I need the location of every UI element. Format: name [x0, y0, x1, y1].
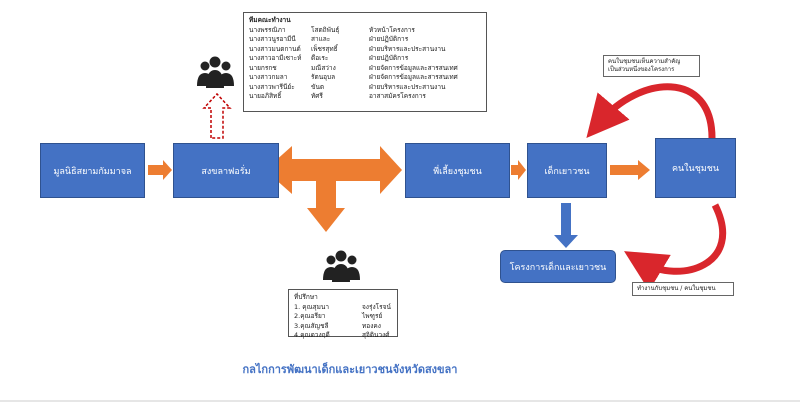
cycle-arrow-bottom: [624, 203, 726, 291]
team-member-row: นางสาวมนตกานต์ เพ็ชรสุทธิ์ ฝ่ายบริหารและปร…: [249, 45, 481, 55]
member-role: ฝ่ายจัดการข้อมูลและสารสนเทศ: [369, 73, 458, 81]
member-role: อาสาสมัครโครงการ: [369, 92, 426, 100]
advisor-surname: จงรุ่งโรจน์: [362, 302, 391, 311]
member-role: ฝ่ายปฏิบัติการ: [369, 35, 409, 43]
team-box: ทีมคณะทำงาน นางพรรณิภา โสตถิพันธุ์ หัวหน้า…: [243, 12, 487, 112]
member-role: ฝ่ายจัดการข้อมูลและสารสนเทศ: [369, 63, 458, 72]
member-name: นางสาวอามีเซาะห์: [249, 54, 302, 62]
callout-bottom: ทำงานกับชุมชน / คนในชุมชน: [632, 282, 734, 296]
callout-top-line2: เป็นส่วนหนึ่งของโครงการ: [608, 66, 675, 73]
team-member-row: นางสาวนูรอามีนี สาและ ฝ่ายปฏิบัติการ: [249, 35, 481, 45]
arrow-youth-project: [554, 203, 578, 248]
member-surname: ดือเระ: [311, 54, 329, 62]
node-youth: เด็กเยาวชน: [527, 143, 607, 198]
advisor-row: 2.คุณอรียา ไพฑูรย์: [294, 312, 392, 322]
member-role: หัวหน้าโครงการ: [369, 25, 415, 34]
member-name: นางสาวนูรอามีนี: [249, 35, 296, 43]
team-member-row: นางสาวอามีเซาะห์ ดือเระ ฝ่ายปฏิบัติการ: [249, 54, 481, 64]
advisor-surname: สุจิตินวงศ์: [362, 331, 390, 339]
advisor-row: 4.คุณดวงฤดี สุจิตินวงศ์: [294, 331, 392, 341]
arrow-mentor-youth: [511, 160, 526, 180]
arrow-foundation-forum: [148, 160, 172, 180]
member-name: นายอภิสิทธิ์: [249, 92, 282, 100]
member-surname: เพ็ชรสุทธิ์: [311, 44, 338, 53]
member-surname: สาและ: [311, 35, 331, 43]
advisors-box: ที่ปรึกษา 1. คุณสุมนาจงรุ่งโรจน์2.คุณอรี…: [288, 289, 398, 339]
cycle-arrow-top: [586, 83, 716, 139]
node-foundation: มูลนิธิสยามกัมมาจล: [40, 143, 145, 198]
arrow-youth-community: [610, 160, 650, 180]
advisor-name: 4.คุณดวงฤดี: [294, 331, 330, 339]
node-forum: สงขลาฟอรั่ม: [173, 143, 279, 198]
diagram-title: กลไกการพัฒนาเด็กและเยาวชนจังหวัดสงขลา: [242, 363, 458, 376]
advisor-surname: ไพฑูรย์: [362, 312, 383, 320]
team-member-row: นางสาวพารีนีย์ะ ขันต ฝ่ายบริหารและประสานงา…: [249, 83, 481, 93]
advisor-name: 3.คุณสัญชลี: [294, 321, 329, 330]
advisor-row: 3.คุณสัญชลี ทองคง: [294, 322, 392, 332]
member-name: นางสาวกมลา: [249, 73, 288, 81]
advisor-row: 1. คุณสุมนา จงรุ่งโรจน์: [294, 303, 392, 313]
advisor-name: 1. คุณสุมนา: [294, 302, 329, 311]
member-name: นางสาวพารีนีย์ะ: [249, 82, 295, 91]
node-project: โครงการเด็กและเยาวชน: [500, 250, 616, 283]
team-member-row: นางพรรณิภา โสตถิพันธุ์ หัวหน้าโครงการ: [249, 26, 481, 36]
team-heading: ทีมคณะทำงาน: [249, 16, 291, 24]
member-surname: รัตนอุบล: [311, 73, 336, 81]
dashed-up-arrow: [202, 92, 232, 139]
advisors-heading: ที่ปรึกษา: [294, 293, 318, 301]
callout-top: คนในชุมชนเห็นความสำคัญ เป็นส่วนหนึ่งของโ…: [603, 55, 700, 77]
member-surname: ขันต: [311, 82, 325, 91]
people-icon-team: [197, 56, 234, 88]
member-surname: โสตถิพันธุ์: [311, 25, 340, 34]
member-name: นายกรกช: [249, 63, 277, 72]
people-icon-advisors: [323, 250, 360, 282]
team-member-row: นายอภิสิทธิ์ ทัศรี อาสาสมัครโครงการ: [249, 92, 481, 102]
member-role: ฝ่ายบริหารและประสานงาน: [369, 82, 446, 91]
node-community: คนในชุมชน: [655, 138, 736, 198]
arrow-forum-mentor-double: [265, 146, 402, 232]
member-surname: มณีสว่าง: [311, 63, 336, 72]
team-member-row: นางสาวกมลา รัตนอุบล ฝ่ายจัดการข้อมูลและสาร…: [249, 73, 481, 83]
member-name: นางสาวมนตกานต์: [249, 44, 301, 53]
advisor-name: 2.คุณอรียา: [294, 312, 326, 320]
member-surname: ทัศรี: [311, 92, 323, 100]
callout-top-line1: คนในชุมชนเห็นความสำคัญ: [608, 58, 681, 65]
member-role: ฝ่ายปฏิบัติการ: [369, 54, 409, 62]
team-member-row: นายกรกช มณีสว่าง ฝ่ายจัดการข้อมูลและสารสนเ…: [249, 64, 481, 74]
member-name: นางพรรณิภา: [249, 25, 286, 34]
node-mentor: พี่เลี้ยงชุมชน: [405, 143, 510, 198]
member-role: ฝ่ายบริหารและประสานงาน: [369, 44, 446, 53]
advisor-surname: ทองคง: [362, 321, 381, 330]
